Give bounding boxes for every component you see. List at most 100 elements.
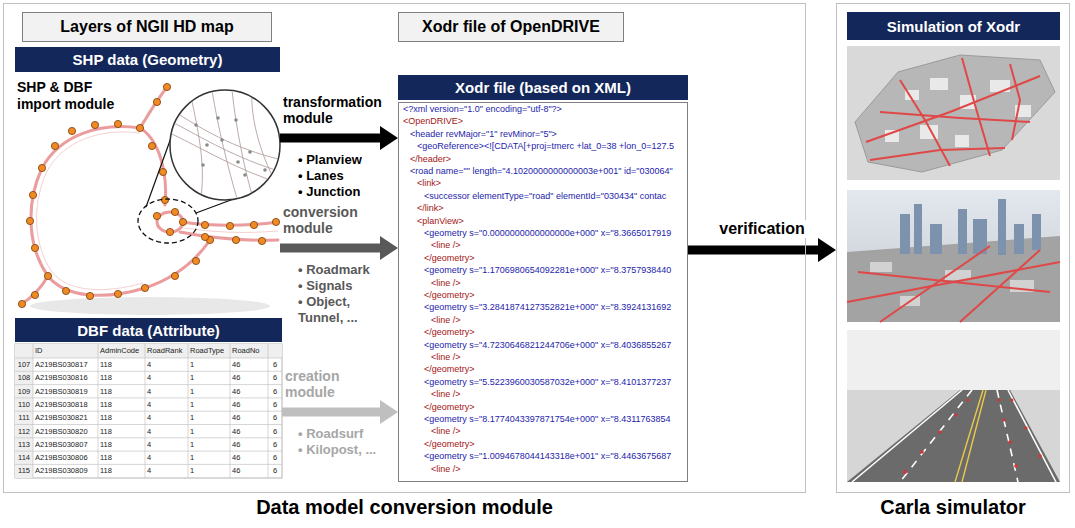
xml-line: </header> [410, 153, 451, 165]
table-header-cell: RoadRank [147, 344, 187, 358]
table-cell: 46 [232, 398, 267, 411]
map-dot [68, 127, 75, 134]
table-cell: 1 [190, 358, 229, 371]
arrow-label: conversion module [283, 204, 395, 236]
header-band: SHP data (Geometry) [15, 47, 280, 72]
table-cell: 4 [147, 358, 187, 371]
road-map-illustration [18, 83, 282, 315]
map-dot [62, 287, 69, 294]
table-line [15, 411, 282, 412]
road [1010, 64, 1020, 140]
table-cell: 6 [268, 398, 282, 411]
header-band: Xodr file (based on XML) [398, 75, 688, 100]
buildings [900, 199, 1041, 255]
table-cell: 46 [232, 464, 267, 477]
table-cell: 4 [147, 438, 187, 451]
table-cell: 46 [232, 358, 267, 371]
map-dot [226, 222, 233, 229]
table-cell: 46 [232, 411, 267, 424]
map-dot [201, 233, 208, 240]
xml-line: </geometry> [424, 438, 475, 450]
table-cell: A219BS030821 [35, 411, 97, 424]
xml-line: </link> [417, 202, 444, 214]
lane-point [998, 399, 1001, 402]
table-cell: 4 [147, 371, 187, 384]
block-arrow [282, 400, 398, 424]
module-panel: Data model conversion moduleLayers of NG… [3, 3, 806, 493]
table-cell: 118 [100, 451, 144, 464]
map-dot [153, 212, 160, 219]
table-cell: 1 [190, 425, 229, 438]
caption-holder: Data model conversion module [4, 496, 805, 519]
lane-line [172, 122, 282, 172]
lane-point [243, 173, 247, 177]
map-dot [161, 196, 168, 203]
section-title-box: Xodr file of OpenDRIVE [398, 12, 624, 42]
xml-line: <line /> [431, 277, 461, 289]
data-layer-panel: DBF data (Attribute)IDAdminCodeRoadRankR… [15, 318, 282, 480]
map-dot [114, 120, 121, 127]
table-cell: 1 [190, 438, 229, 451]
lane-line [172, 134, 282, 184]
table-cell: 46 [232, 451, 267, 464]
map-dot [179, 218, 186, 225]
table-header-cell: AdminCode [100, 344, 144, 358]
map-dot [272, 218, 279, 225]
simulation-screenshot-bottom [847, 330, 1060, 482]
lane-point [220, 138, 224, 142]
xml-line: <geometry s="5.5223960030587032e+000" x=… [424, 376, 671, 388]
lane-line [232, 90, 254, 202]
xml-line: </geometry> [424, 401, 475, 413]
lane-point [1038, 454, 1042, 458]
map-dot [141, 284, 148, 291]
table-cell: 112 [15, 425, 33, 438]
map-dot [232, 236, 239, 243]
lane-line [252, 90, 280, 190]
city-block [855, 55, 1055, 172]
road-line [140, 86, 168, 128]
screenshot-sky [847, 330, 1060, 482]
table-frame [15, 344, 282, 478]
table-cell: 118 [100, 371, 144, 384]
xml-line: <header revMajor="1" revMinor="5"> [410, 128, 557, 140]
lane-point [1002, 418, 1005, 421]
map-shadow [30, 297, 270, 315]
xml-line: <line /> [431, 351, 461, 363]
table-cell: 46 [232, 425, 267, 438]
bullet-item: • Roadmark [298, 262, 394, 278]
table-cell: 6 [268, 371, 282, 384]
center-line [955, 390, 983, 482]
building [958, 209, 967, 254]
table-line [15, 464, 282, 465]
map-dot [31, 291, 38, 298]
block [870, 262, 892, 272]
table-cell: 46 [232, 371, 267, 384]
table-cell: 118 [100, 411, 144, 424]
table-cell: A219BS030819 [35, 385, 97, 398]
table-lines [15, 344, 282, 478]
table-cell: 108 [15, 371, 33, 384]
table-cell: 6 [268, 358, 282, 371]
table-cell: 4 [147, 451, 187, 464]
table-line [15, 397, 282, 398]
xml-line: </geometry> [424, 252, 475, 264]
road [847, 262, 1060, 302]
simulated-roads [866, 58, 1040, 166]
table-header-cell: RoadType [190, 344, 229, 358]
lane-point [236, 160, 240, 164]
lane-point [1011, 399, 1014, 402]
header-band: Simulation of Xodr [847, 12, 1060, 40]
table-line [15, 451, 282, 452]
block-arrow [280, 236, 398, 260]
map-dot [91, 121, 98, 128]
lane-point [234, 118, 238, 122]
building [900, 214, 910, 254]
map-dot [29, 191, 36, 198]
node-dots [18, 83, 279, 307]
header-title: Simulation of Xodr [887, 18, 1020, 35]
road-line [37, 132, 143, 290]
table-cell: 118 [100, 464, 144, 477]
table-cell: 1 [190, 385, 229, 398]
table-cell: 1 [190, 411, 229, 424]
table-cell: 4 [147, 385, 187, 398]
